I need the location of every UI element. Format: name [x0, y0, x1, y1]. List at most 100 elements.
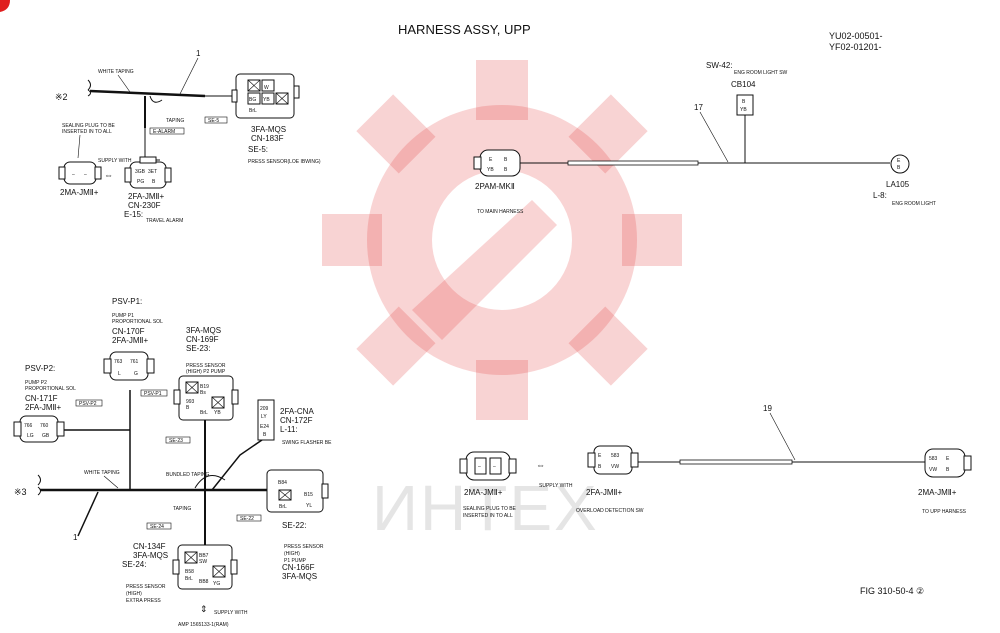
corner-mark-icon: [0, 0, 10, 12]
pin-se23-1: B19: [200, 384, 209, 390]
pin-main-2: B: [504, 157, 508, 163]
psv-p1-label: PSV-P1:: [112, 297, 142, 306]
pin-overload-2: 583: [611, 453, 620, 459]
swing-cn: CN-172F: [280, 416, 313, 425]
pin-se22-1: B84: [278, 480, 287, 486]
pin-se5-brl: BrL: [249, 108, 257, 114]
pin-se5-bg: BG: [249, 97, 256, 103]
plug-2ma-jm-bottom: – –: [459, 451, 517, 481]
pin-alarm-4: B: [152, 179, 156, 185]
pin-se23-6: YB: [214, 410, 221, 416]
pin-main-3: YB: [487, 167, 494, 173]
pin-upp-4: B: [946, 467, 950, 473]
psv-p1-name: 2FA-JMⅡ+: [112, 336, 148, 345]
part-number-1-top: 1: [196, 49, 201, 58]
connector-travel-alarm: 3GB 3ET PG B: [124, 156, 172, 189]
continuation-marker-bottom: ※3: [14, 487, 27, 497]
white-taping-label: WHITE TAPING: [98, 69, 134, 75]
se22-desc-1: PRESS SENSOR: [284, 544, 324, 550]
pin-se24-6: YG: [213, 581, 220, 587]
connector-se5-code: SE-5:: [248, 145, 268, 154]
sealing-plug-label-bottom: SEALING PLUG TO BE: [463, 506, 517, 512]
supply-arrow-icon-bottom: ⇔: [536, 460, 545, 470]
serial-range-2: YF02-01201-: [829, 42, 882, 52]
se23-name: 3FA-MQS: [186, 326, 221, 335]
pin-alarm-1: 3GB: [135, 169, 146, 175]
lamp-desc: ENG ROOM LIGHT: [892, 201, 936, 207]
watermark-text: ИНТЕХ: [372, 472, 599, 544]
travel-alarm-code: E-15:: [124, 210, 143, 219]
tag-se22: SE-22: [240, 516, 254, 522]
psv-p1-desc-2: PROPORTIONAL SOL: [112, 319, 163, 325]
connector-2pam-mk: E B YB B: [473, 149, 521, 177]
supply-arrow-icon-vertical: ⇕: [200, 604, 208, 614]
connector-psv-p1: 763 761 L G: [103, 351, 155, 381]
connector-psv-p2: 766 760 LG GB: [13, 415, 65, 443]
pin-psv-p1-3: L: [118, 371, 121, 377]
psv-p1-desc-1: PUMP P1: [112, 313, 134, 319]
pin-se5-w: W: [264, 85, 269, 91]
pin-upp-3: VW: [929, 467, 937, 473]
pin-upp-2: E: [946, 456, 950, 462]
travel-alarm-name: 2FA-JMⅡ+: [128, 192, 164, 201]
pin-alarm-2: 3ET: [148, 169, 157, 175]
pin-swing-4: B: [263, 432, 267, 438]
pin-upp-1: 583: [929, 456, 938, 462]
connector-se5-desc: PRESS SENSOR(LOE IBWING): [248, 159, 321, 165]
pin-se24-5: BB8: [199, 579, 209, 585]
to-main-harness: TO MAIN HARNESS: [477, 209, 524, 215]
se22-code: SE-22:: [282, 521, 306, 530]
swing-desc: SWING FLASHER BE: [282, 440, 332, 446]
lamp-name: LA105: [886, 180, 910, 189]
lamp-la105: E B: [890, 154, 910, 174]
tag-se23: SE-23: [169, 438, 183, 444]
se24-desc-2: (HIGH): [126, 591, 142, 597]
pin-se5-yb: YB: [263, 97, 270, 103]
travel-alarm-cn: CN-230F: [128, 201, 161, 210]
svg-text:–: –: [72, 172, 75, 178]
connector-se5-name: 3FA-MQS: [251, 125, 286, 134]
figure-number: FIG 310-50-4 ②: [860, 586, 924, 596]
connector-se24: BB7 SW B58 BrL BB8 YG: [172, 544, 238, 590]
pin-se23-4: B: [186, 405, 190, 411]
supply-arrow-icon: ⇔: [104, 170, 113, 180]
psv-p2-cn: CN-171F: [25, 394, 58, 403]
lamp-code: L-8:: [873, 191, 887, 200]
connector-se23: B19 Bs 993 B BrL YB: [173, 375, 239, 421]
part-number-19: 19: [763, 404, 772, 413]
taping-label-top: TAPING: [166, 118, 184, 124]
pin-main-4: B: [504, 167, 508, 173]
psv-p1-cn: CN-170F: [112, 327, 145, 336]
svg-text:–: –: [84, 172, 87, 178]
psv-p2-label: PSV-P2:: [25, 364, 55, 373]
pin-se22-4: YL: [306, 503, 312, 509]
sw-42-label: SW-42:: [706, 61, 733, 70]
swing-name: 2FA-CNA: [280, 407, 314, 416]
taping-label-bottom: TAPING: [173, 506, 191, 512]
pin-se22-2: BrL: [279, 504, 287, 510]
se23-cn: CN-169F: [186, 335, 219, 344]
pin-psv-p1-1: 763: [114, 359, 123, 365]
se22-cn: CN-166F: [282, 563, 315, 572]
se22-desc-3: P1 PUMP: [284, 558, 307, 564]
se24-desc-3: EXTRA PRESS: [126, 598, 161, 604]
se24-code: SE-24:: [122, 560, 146, 569]
pin-se22-3: B15: [304, 492, 313, 498]
sealing-plug-label-top: SEALING PLUG TO BE: [62, 123, 116, 129]
pin-swing-2: LY: [261, 414, 267, 420]
swing-code: L-11:: [280, 425, 298, 434]
overload-connector-name: 2FA-JMⅡ+: [586, 488, 622, 497]
inserted-label-top: INSERTED IN TO ALL: [62, 129, 112, 135]
connector-se5: W BG YB BrL: [231, 73, 300, 119]
se24-cn: CN-134F: [133, 542, 166, 551]
pin-overload-3: B: [598, 464, 602, 470]
plug-name-top: 2MA-JMⅡ+: [60, 188, 99, 197]
se22-name: 3FA-MQS: [282, 572, 317, 581]
pin-psv-p2-3: LG: [27, 433, 34, 439]
pin-se23-3: 993: [186, 399, 195, 405]
to-upp-harness: TO UPP HARNESS: [922, 509, 967, 515]
top-left-harness: ※2 WHITE TAPING 1 TAPING SE-5 E-ALARM W …: [55, 49, 321, 224]
supply-with-bottom: SUPPLY WITH: [539, 483, 573, 489]
pin-lamp-1: E: [897, 158, 901, 164]
